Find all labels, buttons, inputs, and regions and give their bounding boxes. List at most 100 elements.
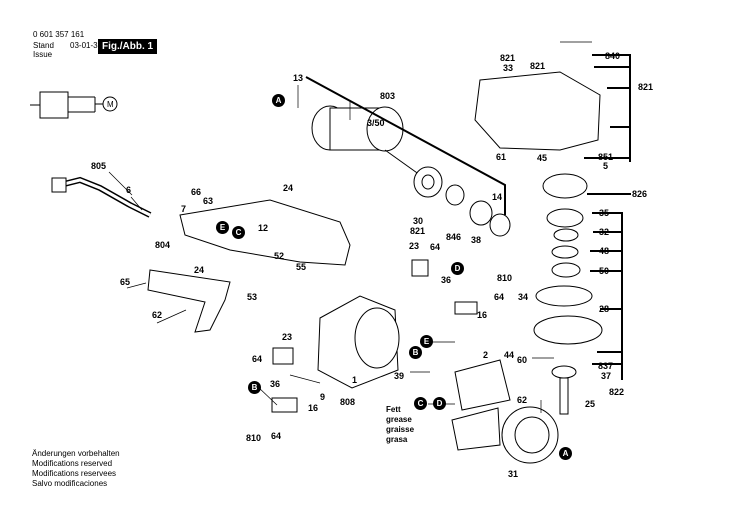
- callout-brackets: [305, 54, 631, 380]
- grease-fr: graisse: [386, 425, 415, 434]
- label-1: 1: [352, 375, 358, 385]
- label-28: 28: [599, 304, 610, 314]
- label-64: 64: [494, 292, 505, 302]
- label-23: 23: [282, 332, 293, 342]
- label-804: 804: [155, 240, 171, 250]
- label-25: 25: [585, 399, 596, 409]
- power-cord: [51, 176, 152, 218]
- label-35: 35: [599, 208, 610, 218]
- grease-en: grease: [386, 415, 412, 424]
- note-en: Modifications reserved: [32, 459, 113, 468]
- label-62: 62: [152, 310, 163, 320]
- label-24: 24: [283, 183, 294, 193]
- bearings: [413, 166, 511, 237]
- label-23: 23: [409, 241, 420, 251]
- label-61: 61: [496, 152, 507, 162]
- label-805: 805: [91, 161, 107, 171]
- label-64: 64: [271, 431, 282, 441]
- marker-d1: D: [451, 262, 464, 275]
- label-65: 65: [120, 277, 131, 287]
- label-2: 2: [483, 350, 489, 360]
- label-62: 62: [517, 395, 528, 405]
- label-851: 851: [598, 152, 614, 162]
- label-16: 16: [308, 403, 319, 413]
- label-38: 38: [471, 235, 482, 245]
- label-31: 31: [508, 469, 519, 479]
- modification-notes: Änderungen vorbehalten Modifications res…: [32, 449, 120, 489]
- label-30: 30: [413, 216, 424, 226]
- label-36: 36: [441, 275, 452, 285]
- label-822: 822: [609, 387, 625, 397]
- note-fr: Modifications reservees: [32, 469, 117, 478]
- label-5: 5: [603, 161, 609, 171]
- label-6: 6: [126, 185, 132, 195]
- grease-note: Fett grease graisse grasa: [386, 405, 414, 445]
- label-48: 48: [599, 246, 610, 256]
- label-16: 16: [477, 310, 488, 320]
- label-66: 66: [191, 187, 202, 197]
- label-37: 37: [601, 371, 612, 381]
- label-9: 9: [320, 392, 326, 402]
- handle-housing: [147, 199, 351, 333]
- marker-e2: E: [420, 335, 433, 348]
- marker-e1: E: [216, 221, 229, 234]
- marker-a-bottom: A: [559, 447, 572, 460]
- figure-label: Fig./Abb. 1: [98, 39, 158, 54]
- label-63: 63: [203, 196, 214, 206]
- stand-value: 03-01-31: [70, 41, 103, 50]
- issue-label: Issue: [33, 50, 53, 59]
- marker-d2: D: [433, 397, 446, 410]
- note-es: Salvo modificaciones: [32, 479, 108, 488]
- label-821: 821: [530, 61, 546, 71]
- label-821: 821: [410, 226, 426, 236]
- label-39: 39: [394, 371, 405, 381]
- note-de: Änderungen vorbehalten: [32, 449, 120, 458]
- wiring-schematic: M: [30, 91, 118, 119]
- label-32: 32: [599, 227, 610, 237]
- label-810: 810: [246, 433, 262, 443]
- label-808: 808: [340, 397, 356, 407]
- marker-b1: B: [409, 346, 422, 359]
- grease-de: Fett: [386, 405, 401, 414]
- label-821: 821: [500, 53, 516, 63]
- label-821: 821: [638, 82, 654, 92]
- label-3-50: 3/50: [367, 118, 385, 128]
- marker-b2: B: [248, 381, 261, 394]
- part-number: 0 601 357 161: [33, 30, 85, 39]
- label-846: 846: [446, 232, 462, 242]
- label-840: 840: [605, 51, 621, 61]
- label-24: 24: [194, 265, 205, 275]
- label-7: 7: [181, 204, 187, 214]
- field-coils: [451, 359, 559, 464]
- grease-es: grasa: [386, 435, 408, 444]
- marker-c1: C: [232, 226, 245, 239]
- marker-c2: C: [414, 397, 427, 410]
- label-55: 55: [296, 262, 307, 272]
- brush-holders: [271, 259, 478, 413]
- label-803: 803: [380, 91, 396, 101]
- stand-label: Stand: [33, 41, 54, 50]
- gear-housing: [474, 71, 603, 415]
- label-50: 50: [599, 266, 610, 276]
- label-34: 34: [518, 292, 529, 302]
- label-826: 826: [632, 189, 648, 199]
- label-810: 810: [497, 273, 513, 283]
- label-45: 45: [537, 153, 548, 163]
- label-837: 837: [598, 361, 614, 371]
- label-52: 52: [274, 251, 285, 261]
- label-60: 60: [517, 355, 528, 365]
- motor-housing: [317, 295, 400, 389]
- label-64: 64: [430, 242, 441, 252]
- label-64: 64: [252, 354, 263, 364]
- marker-a-top: A: [272, 94, 285, 107]
- label-44: 44: [504, 350, 515, 360]
- label-14: 14: [492, 192, 503, 202]
- label-53: 53: [247, 292, 258, 302]
- label-33: 33: [503, 63, 514, 73]
- label-36: 36: [270, 379, 281, 389]
- label-13: 13: [293, 73, 304, 83]
- label-12: 12: [258, 223, 269, 233]
- svg-text:M: M: [107, 100, 114, 109]
- armature: [311, 105, 421, 176]
